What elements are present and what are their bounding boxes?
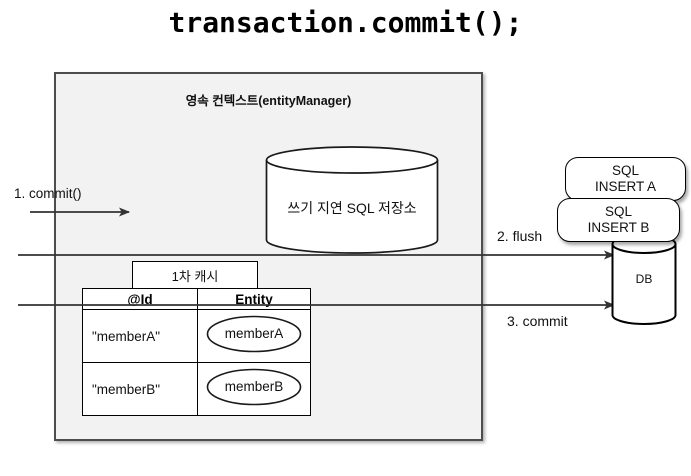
label-step-3-commit: 3. commit [507, 313, 568, 329]
table-row: "memberA" memberA [82, 309, 311, 363]
persistence-context-heading: 영속 컨텍스트(entityManager) [185, 94, 352, 108]
sql-card-a-line2: INSERT A [594, 179, 657, 194]
cell-id: "memberB" [82, 362, 198, 416]
sql-statement-card-b: SQL INSERT B [557, 198, 680, 242]
entity-label: memberB [224, 379, 284, 394]
table-header-row: @Id Entity [82, 288, 311, 310]
entity-label: memberA [224, 326, 284, 341]
label-step-2-flush: 2. flush [497, 228, 543, 244]
first-level-cache-table: @Id Entity "memberA" memberA "memberB" [82, 288, 311, 416]
sql-card-b-line1: SQL [604, 203, 632, 219]
cell-entity: memberA [197, 309, 311, 363]
label-step-1-commit: 1. commit() [14, 186, 82, 201]
cell-entity: memberB [197, 362, 311, 416]
page-title: transaction.commit(); [168, 6, 523, 39]
column-header-entity: Entity [197, 288, 311, 310]
entity-ellipse: memberB [206, 368, 302, 406]
sql-statement-card-a: SQL INSERT A [565, 157, 686, 201]
entity-ellipse: memberA [206, 315, 302, 353]
sql-card-a-line1: SQL [611, 162, 639, 178]
database-cylinder-icon [611, 234, 677, 325]
sql-card-b-line2: INSERT B [587, 220, 650, 235]
db-label: DB [635, 272, 653, 286]
database-cylinder-icon [265, 146, 439, 254]
sql-store-label: 쓰기 지연 SQL 저장소 [287, 200, 417, 216]
cache-caption-box: 1차 캐시 [132, 261, 258, 289]
table-row: "memberB" memberB [82, 362, 311, 416]
cell-id: "memberA" [82, 309, 198, 363]
column-header-id: @Id [82, 288, 198, 310]
